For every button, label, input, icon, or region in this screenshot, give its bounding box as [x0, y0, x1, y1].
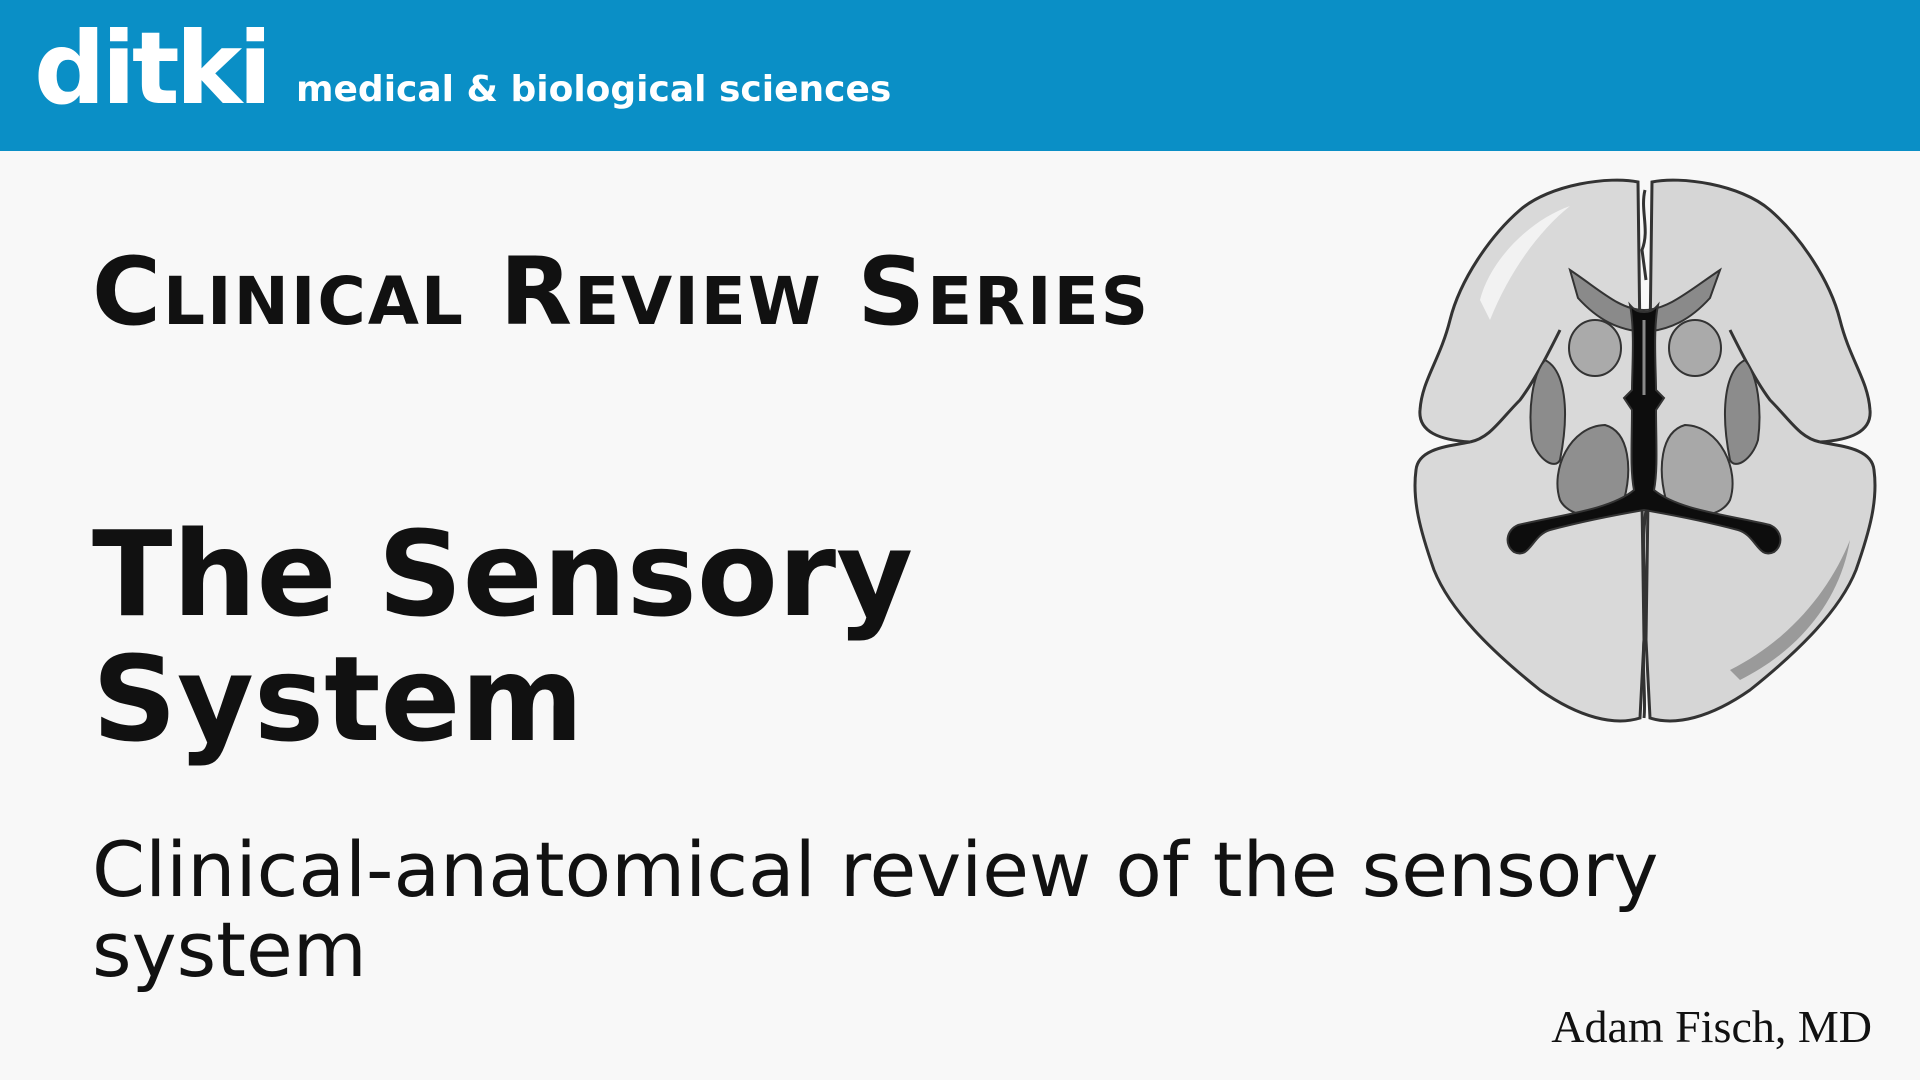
- author-name: Adam Fisch, MD: [1551, 1001, 1872, 1052]
- caudate-right: [1668, 319, 1722, 377]
- midline-fissure: [1640, 189, 1648, 281]
- putamen-right: [1724, 358, 1761, 465]
- corpus-callosum: [1568, 267, 1722, 334]
- left-hemisphere: [1413, 178, 1646, 723]
- caudate-left: [1568, 319, 1622, 377]
- right-hemisphere: [1644, 178, 1877, 723]
- temporal-notch-left: [1469, 329, 1562, 444]
- highlight-left: [1480, 206, 1570, 320]
- ventricular-system: [1506, 301, 1782, 555]
- ditki-logo[interactable]: ditki: [34, 10, 272, 127]
- midline-fissure-posterior: [1641, 509, 1648, 719]
- highlight-right-lower: [1730, 540, 1850, 680]
- topic-title: The Sensory System: [92, 505, 914, 768]
- putamen-left: [1529, 358, 1566, 465]
- slide-description: Clinical-anatomical review of the sensor…: [92, 825, 1659, 994]
- series-title: Clinical Review Series: [92, 238, 1151, 347]
- temporal-notch-right: [1728, 329, 1821, 444]
- brain-axial-section-icon: [1413, 178, 1877, 723]
- header-bar: ditki medical & biological sciences: [0, 0, 1920, 151]
- header-tagline: medical & biological sciences: [296, 69, 892, 110]
